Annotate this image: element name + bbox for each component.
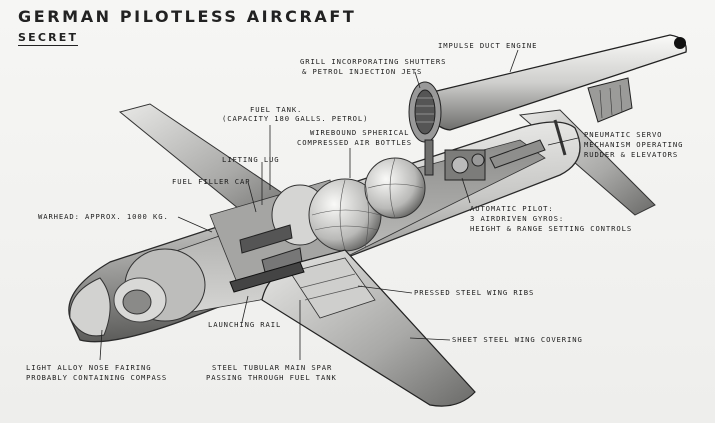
label-impulse-duct: Impulse duct engine — [438, 41, 538, 50]
label-spar-line2: passing through fuel tank — [206, 373, 337, 382]
nose-fairing — [69, 277, 111, 337]
label-servo-line2: mechanism operating — [584, 140, 684, 149]
autopilot-mechanism — [444, 139, 546, 181]
rudder — [587, 77, 633, 123]
label-autopilot-line2: 3 airdriven gyros: — [470, 214, 565, 223]
label-fuel-tank-line1: Fuel tank. — [250, 105, 303, 114]
label-lifting-lug: Lifting lug — [222, 155, 280, 164]
label-nose-line1: Light alloy nose fairing — [26, 363, 152, 372]
label-spar-line1: Steel tubular main spar — [212, 363, 333, 372]
classification-label: Secret — [18, 31, 79, 46]
label-autopilot-line1: Automatic pilot: — [470, 204, 554, 213]
label-nose-line2: probably containing compass — [26, 373, 168, 382]
label-wing-covering: Sheet steel wing covering — [452, 335, 583, 344]
air-bottle-2 — [364, 157, 426, 219]
label-bottles-line2: compressed air bottles — [297, 138, 412, 147]
main-spar — [239, 224, 293, 254]
label-wing-ribs: Pressed steel wing ribs — [414, 288, 535, 297]
label-warhead: Warhead: approx. 1000 kg. — [38, 212, 169, 221]
label-servo-line1: Pneumatic servo — [584, 130, 663, 139]
label-autopilot-line3: height & range setting controls — [470, 224, 633, 233]
label-launching-rail: Launching rail — [208, 320, 282, 329]
label-servo-line3: rudder & elevators — [584, 150, 679, 159]
page-title: German Pilotless Aircraft — [18, 7, 357, 26]
label-fuel-tank-line2: (capacity 180 galls. petrol) — [222, 114, 369, 123]
launching-rail — [229, 261, 305, 293]
label-bottles-line1: Wirebound spherical — [310, 128, 410, 137]
label-grill-line1: Grill incorporating shutters — [300, 57, 447, 66]
label-filler-cap: Fuel filler cap — [172, 177, 251, 186]
label-grill-line2: & petrol injection jets — [302, 67, 423, 76]
